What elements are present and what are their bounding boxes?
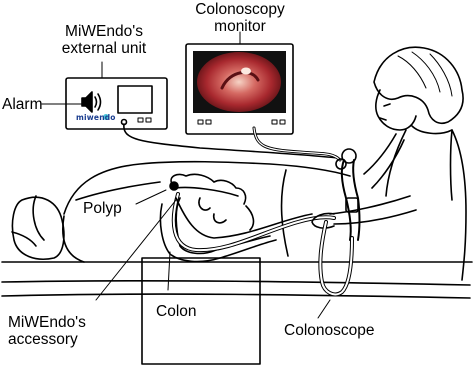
colonoscope-handle <box>336 149 360 240</box>
polyp-leader <box>136 190 166 204</box>
accessory-label-line1: MiWEndo's <box>8 314 86 331</box>
accessory-label-line2: accessory <box>8 331 86 348</box>
colon-label: Colon <box>156 303 197 320</box>
external-unit-label-line1: MiWEndo's <box>58 23 150 40</box>
monitor-label-line1: Colonoscopy <box>186 1 294 18</box>
nurse <box>312 47 466 280</box>
external-unit-label-line2: external unit <box>58 40 150 57</box>
colonoscope-leader <box>318 300 330 318</box>
speaker-icon <box>82 92 101 112</box>
alarm-label: Alarm <box>2 96 42 113</box>
colonoscope-label: Colonoscope <box>284 322 374 339</box>
polyp-label: Polyp <box>83 200 122 217</box>
patient-head <box>12 197 64 259</box>
colonoscopy-monitor <box>186 44 293 134</box>
monitor-label: Colonoscopy monitor <box>186 1 294 35</box>
external-unit-label: MiWEndo's external unit <box>58 23 150 57</box>
colon-view-image <box>197 52 281 112</box>
monitor-label-line2: monitor <box>186 18 294 35</box>
bed <box>2 258 472 364</box>
device-logo: miwendo <box>76 113 116 122</box>
accessory-label: MiWEndo's accessory <box>8 314 86 348</box>
polyp <box>170 182 178 190</box>
external-unit-screen <box>118 86 152 113</box>
